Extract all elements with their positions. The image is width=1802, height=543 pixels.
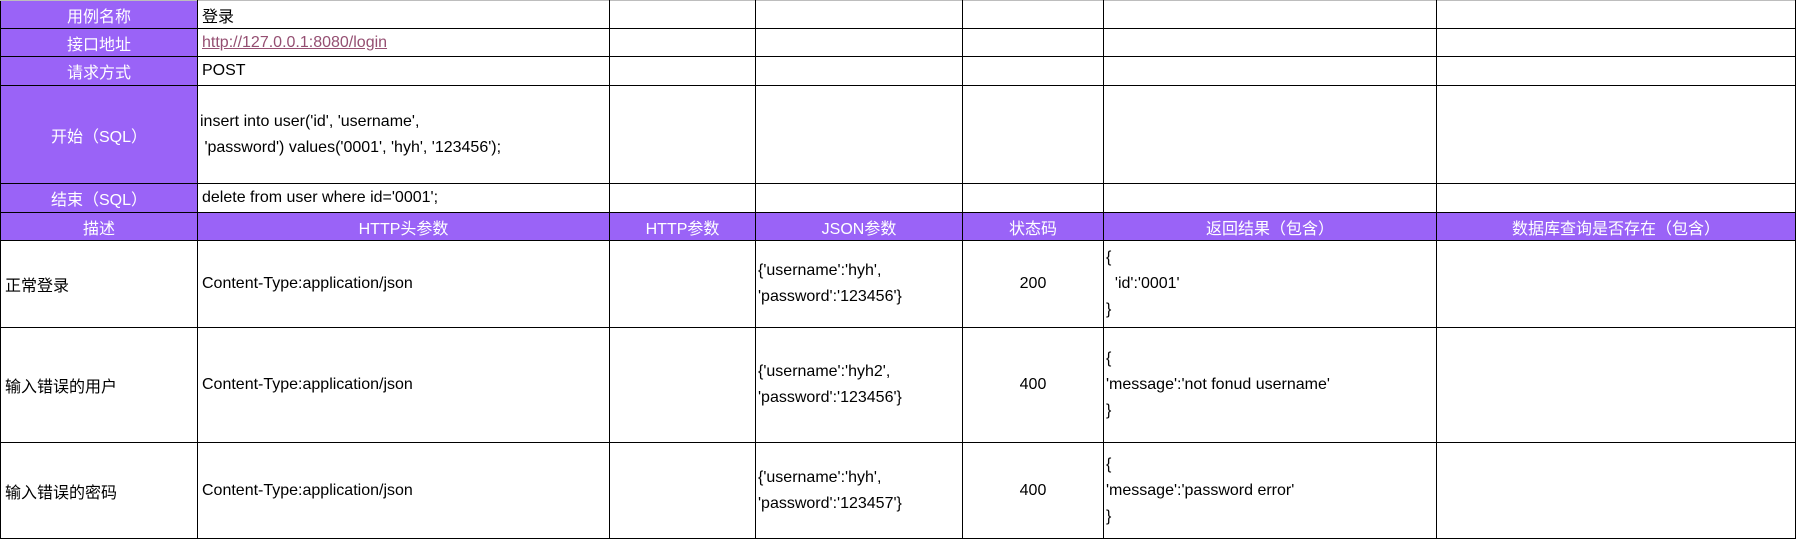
- cell-empty[interactable]: [755, 56, 963, 86]
- cell-db-check[interactable]: [1436, 327, 1796, 443]
- info-label-use-case-name[interactable]: 用例名称: [0, 0, 198, 29]
- info-row-teardown-sql: 结束（SQL） delete from user where id='0001'…: [0, 183, 1796, 213]
- cell-empty[interactable]: [1436, 28, 1796, 57]
- info-label-teardown-sql[interactable]: 结束（SQL）: [0, 183, 198, 213]
- cell-db-check[interactable]: [1436, 240, 1796, 328]
- info-row-request-method: 请求方式 POST: [0, 56, 1796, 86]
- cell-http-headers[interactable]: Content-Type:application/json: [197, 240, 610, 328]
- header-status-code[interactable]: 状态码: [962, 212, 1104, 241]
- cell-empty[interactable]: [1103, 85, 1437, 184]
- info-row-use-case-name: 用例名称 登录: [0, 0, 1796, 29]
- header-desc[interactable]: 描述: [0, 212, 198, 241]
- cell-empty[interactable]: [755, 183, 963, 213]
- cell-json-params[interactable]: {'username':'hyh2', 'password':'123456'}: [755, 327, 963, 443]
- cell-empty[interactable]: [962, 183, 1104, 213]
- cell-http-params[interactable]: [609, 442, 756, 539]
- cell-empty[interactable]: [962, 85, 1104, 184]
- header-db-check-contains[interactable]: 数据库查询是否存在（包含）: [1436, 212, 1796, 241]
- case-row: 输入错误的密码 Content-Type:application/json {'…: [0, 442, 1796, 539]
- header-http-headers[interactable]: HTTP头参数: [197, 212, 610, 241]
- cell-empty[interactable]: [609, 85, 756, 184]
- cell-db-check[interactable]: [1436, 442, 1796, 539]
- cell-status-code[interactable]: 400: [962, 442, 1104, 539]
- cell-empty[interactable]: [962, 28, 1104, 57]
- cell-empty[interactable]: [755, 85, 963, 184]
- cell-empty[interactable]: [755, 0, 963, 29]
- cell-empty[interactable]: [962, 56, 1104, 86]
- cell-desc[interactable]: 输入错误的用户: [0, 327, 198, 443]
- cell-empty[interactable]: [1436, 85, 1796, 184]
- cell-empty[interactable]: [609, 0, 756, 29]
- cell-empty[interactable]: [962, 0, 1104, 29]
- cell-empty[interactable]: [755, 28, 963, 57]
- cell-json-params[interactable]: {'username':'hyh', 'password':'123456'}: [755, 240, 963, 328]
- info-row-setup-sql: 开始（SQL） insert into user('id', 'username…: [0, 85, 1796, 184]
- case-row: 输入错误的用户 Content-Type:application/json {'…: [0, 327, 1796, 443]
- info-value-teardown-sql[interactable]: delete from user where id='0001';: [197, 183, 610, 213]
- cell-empty[interactable]: [1436, 0, 1796, 29]
- cell-empty[interactable]: [1436, 56, 1796, 86]
- cell-http-headers[interactable]: Content-Type:application/json: [197, 442, 610, 539]
- info-value-use-case-name[interactable]: 登录: [197, 0, 610, 29]
- header-response-contains[interactable]: 返回结果（包含）: [1103, 212, 1437, 241]
- cell-empty[interactable]: [1103, 56, 1437, 86]
- cell-http-headers[interactable]: Content-Type:application/json: [197, 327, 610, 443]
- info-label-request-method[interactable]: 请求方式: [0, 56, 198, 86]
- cell-http-params[interactable]: [609, 240, 756, 328]
- case-row: 正常登录 Content-Type:application/json {'use…: [0, 240, 1796, 328]
- info-row-api-url: 接口地址 http://127.0.0.1:8080/login: [0, 28, 1796, 57]
- cell-empty[interactable]: [1103, 28, 1437, 57]
- cell-http-params[interactable]: [609, 327, 756, 443]
- cell-response[interactable]: { 'message':'not fonud username' }: [1103, 327, 1437, 443]
- cell-status-code[interactable]: 400: [962, 327, 1104, 443]
- cell-status-code[interactable]: 200: [962, 240, 1104, 328]
- info-value-api-url[interactable]: http://127.0.0.1:8080/login: [197, 28, 610, 57]
- info-value-setup-sql[interactable]: insert into user('id', 'username', 'pass…: [197, 85, 610, 184]
- cell-response[interactable]: { 'id':'0001' }: [1103, 240, 1437, 328]
- cell-desc[interactable]: 正常登录: [0, 240, 198, 328]
- cell-json-params[interactable]: {'username':'hyh', 'password':'123457'}: [755, 442, 963, 539]
- cell-empty[interactable]: [1103, 183, 1437, 213]
- cell-empty[interactable]: [609, 183, 756, 213]
- cell-response[interactable]: { 'message':'password error' }: [1103, 442, 1437, 539]
- header-row: 描述 HTTP头参数 HTTP参数 JSON参数 状态码 返回结果（包含） 数据…: [0, 212, 1796, 241]
- cell-empty[interactable]: [609, 28, 756, 57]
- info-value-request-method[interactable]: POST: [197, 56, 610, 86]
- cell-empty[interactable]: [609, 56, 756, 86]
- cell-empty[interactable]: [1436, 183, 1796, 213]
- cell-empty[interactable]: [1103, 0, 1437, 29]
- header-http-params[interactable]: HTTP参数: [609, 212, 756, 241]
- cell-desc[interactable]: 输入错误的密码: [0, 442, 198, 539]
- api-url-link[interactable]: http://127.0.0.1:8080/login: [202, 33, 388, 51]
- info-label-setup-sql[interactable]: 开始（SQL）: [0, 85, 198, 184]
- info-label-api-url[interactable]: 接口地址: [0, 28, 198, 57]
- header-json-params[interactable]: JSON参数: [755, 212, 963, 241]
